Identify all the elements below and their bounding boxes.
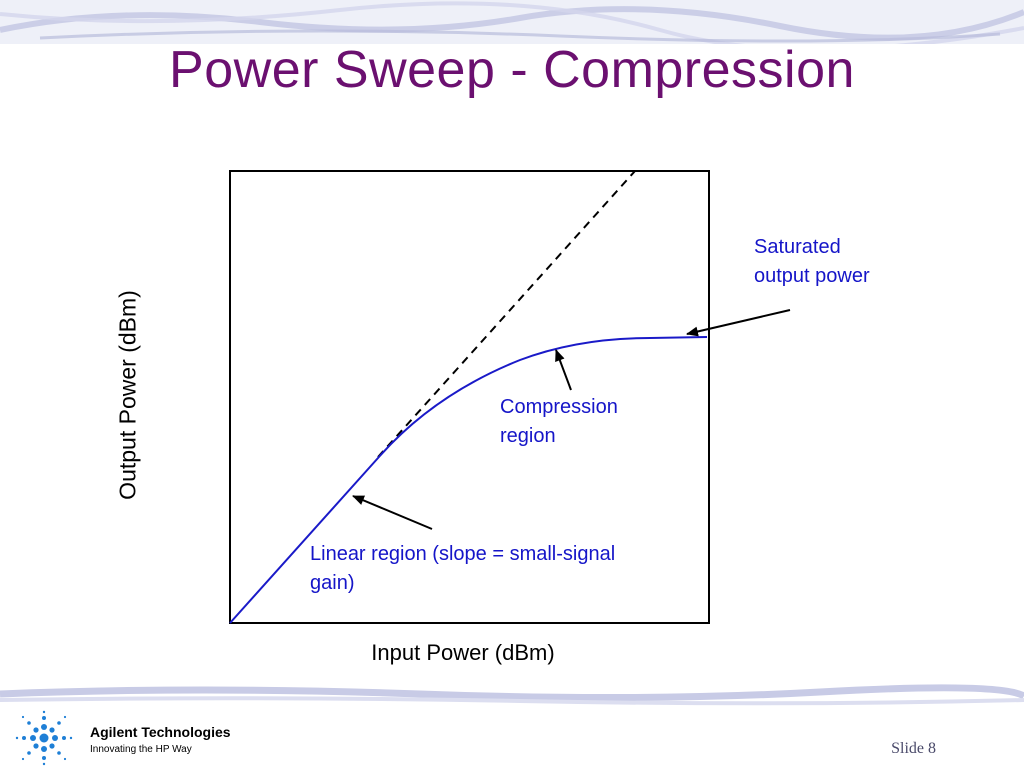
linear-arrow [352,495,433,530]
company-name: Agilent Technologies [90,724,231,740]
company-tagline: Innovating the HP Way [90,744,192,755]
compression-line-2: region [500,425,556,447]
plot-frame [229,170,710,624]
slide-title: Power Sweep - Compression [169,41,855,99]
compression-line-1: Compression [500,396,618,418]
agilent-logo-icon [15,710,73,766]
compression-annotation: Compression region [500,393,670,451]
linear-annotation: Linear region (slope = small-signal gain… [310,540,700,598]
saturated-line-1: Saturated [754,236,841,258]
saturated-arrow [686,309,791,337]
saturated-annotation: Saturated output power [754,233,954,291]
top-decorative-band [0,0,1024,44]
linear-line-2: gain) [310,572,355,594]
bottom-decorative-band [0,684,1024,706]
y-axis-label: Output Power (dBm) [114,290,141,500]
x-axis-label: Input Power (dBm) [371,640,555,665]
compression-arrow [555,349,572,391]
saturated-line-2: output power [754,265,870,287]
linear-line-1: Linear region (slope = small-signal [310,543,616,565]
slide-number: Slide 8 [891,740,936,757]
output-power-curve [229,336,708,624]
